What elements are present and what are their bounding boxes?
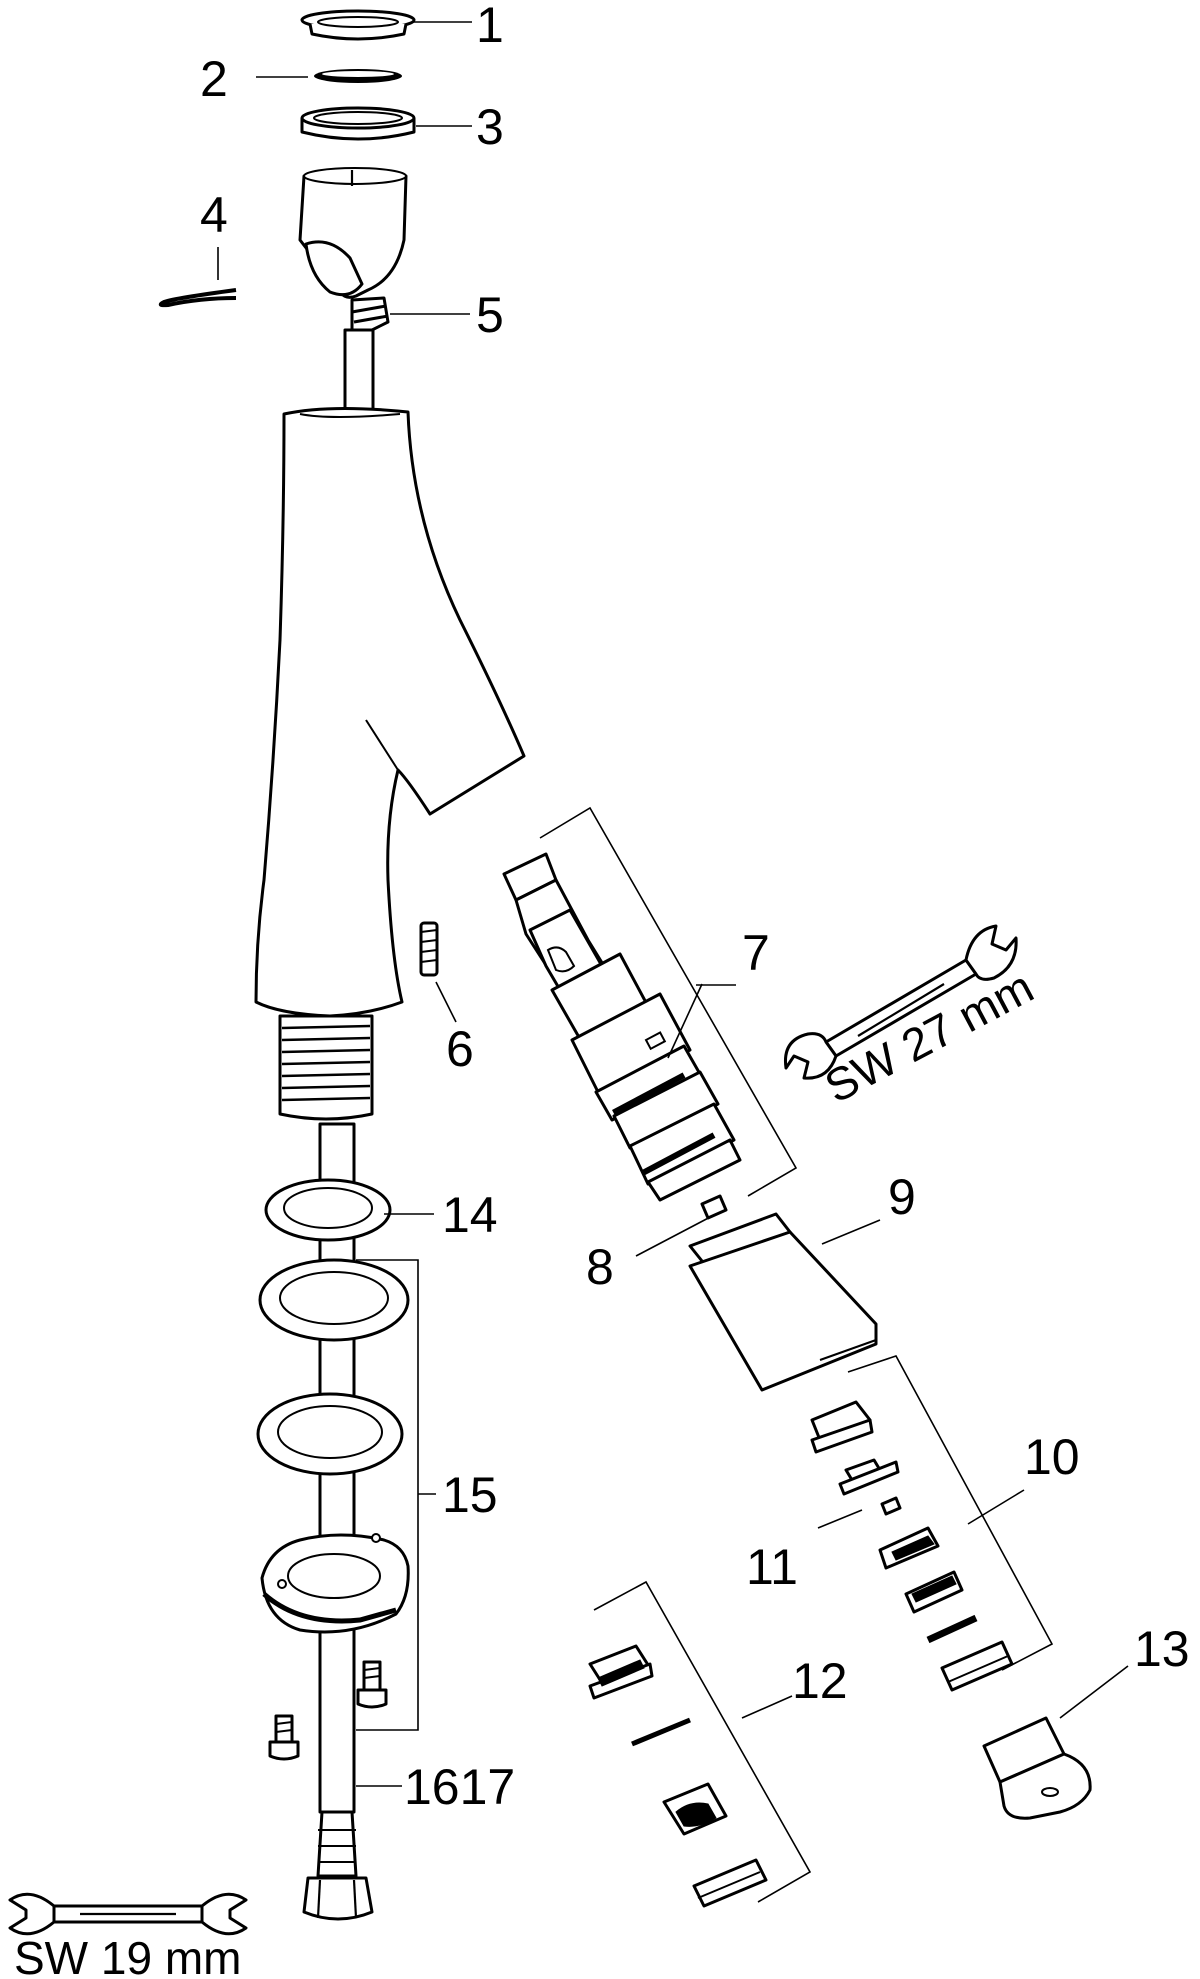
- callout-15: 15: [442, 1467, 498, 1523]
- callout-7: 7: [742, 925, 770, 981]
- leader-lines: [217, 21, 1129, 1903]
- faucet-body: [254, 406, 526, 1121]
- part-8-insert: [700, 1194, 728, 1220]
- part-15-mounting-set: [256, 1258, 410, 1761]
- part-15-screw-right: [356, 1660, 388, 1709]
- part-4-clip: [158, 288, 237, 308]
- wrench-19-icon: [8, 1892, 248, 1936]
- part-7-cartridge: [502, 852, 742, 1202]
- callout-14: 14: [442, 1187, 498, 1243]
- part-2-o-ring: [314, 69, 402, 83]
- callout-13: 13: [1134, 1621, 1190, 1677]
- part-6-set-screw: [419, 921, 439, 977]
- callout-3: 3: [476, 99, 504, 155]
- wrench-19-label: SW 19 mm: [14, 1932, 241, 1979]
- callout-1617: 1617: [404, 1759, 515, 1815]
- callout-11: 11: [746, 1539, 798, 1595]
- callout-labels: 1 2 3 4 5 6 7 8 9 10 11 12 13 14 15 1617: [200, 0, 1190, 1815]
- callout-12: 12: [792, 1653, 848, 1709]
- supply-hose: [302, 1122, 374, 1921]
- callout-6: 6: [446, 1021, 474, 1077]
- callout-2: 2: [200, 51, 228, 107]
- wrench-27-icon: [783, 924, 1018, 1080]
- part-10-lever-set: [810, 1400, 1014, 1692]
- part-14-washer: [264, 1178, 392, 1242]
- part-3-ring: [300, 106, 416, 141]
- part-1-cap: [300, 9, 416, 41]
- part-9-sleeve: [688, 1212, 878, 1392]
- callout-5: 5: [476, 287, 504, 343]
- callout-10: 10: [1024, 1429, 1080, 1485]
- callout-1: 1: [476, 0, 504, 53]
- part-13-lever-handle: [982, 1716, 1092, 1820]
- part-12-set: [588, 1644, 768, 1908]
- callout-9: 9: [888, 1169, 916, 1225]
- part-15-screw-left: [268, 1714, 300, 1761]
- callout-8: 8: [586, 1239, 614, 1295]
- part-5-diverter-head: [298, 167, 408, 422]
- callout-4: 4: [200, 187, 228, 243]
